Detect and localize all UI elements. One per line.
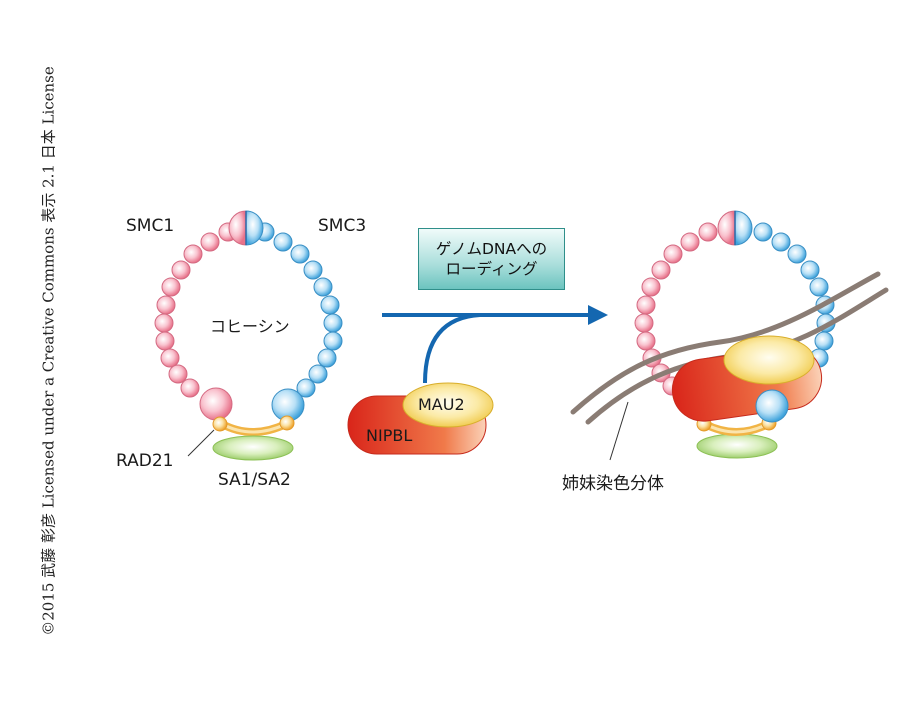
mau2-protein bbox=[402, 382, 494, 428]
sa-subunit-right bbox=[696, 433, 778, 459]
sa-label: SA1/SA2 bbox=[218, 470, 291, 490]
rad21-pointer bbox=[187, 429, 215, 457]
smc1-label: SMC1 bbox=[126, 216, 175, 236]
nipbl-label: NIPBL bbox=[366, 426, 413, 445]
loading-process-line2: ローディング bbox=[445, 260, 538, 278]
smc3-label: SMC3 bbox=[318, 216, 367, 236]
loading-process-line1: ゲノムDNAへの bbox=[435, 240, 548, 258]
rad21-kleisin bbox=[212, 415, 295, 436]
sister-chromatid-pointer bbox=[609, 401, 629, 461]
mau2-protein-right bbox=[723, 335, 815, 385]
cohesin-ring-right bbox=[570, 210, 889, 461]
mau2-label: MAU2 bbox=[418, 395, 465, 414]
sister-chromatid-label: 姉妹染色分体 bbox=[562, 474, 664, 494]
loading-process-box: ゲノムDNAへの ローディング bbox=[418, 228, 565, 290]
loading-arrow bbox=[382, 305, 608, 384]
nipbl-mau2-complex bbox=[347, 382, 494, 455]
rad21-label: RAD21 bbox=[116, 451, 174, 471]
cohesin-ring-left bbox=[154, 210, 343, 461]
hinge-domain-right bbox=[717, 210, 753, 246]
smc1-arm bbox=[154, 222, 238, 421]
sa-subunit bbox=[212, 435, 294, 461]
cohesin-label: コヒーシン bbox=[210, 317, 290, 336]
hinge-domain bbox=[228, 210, 264, 246]
